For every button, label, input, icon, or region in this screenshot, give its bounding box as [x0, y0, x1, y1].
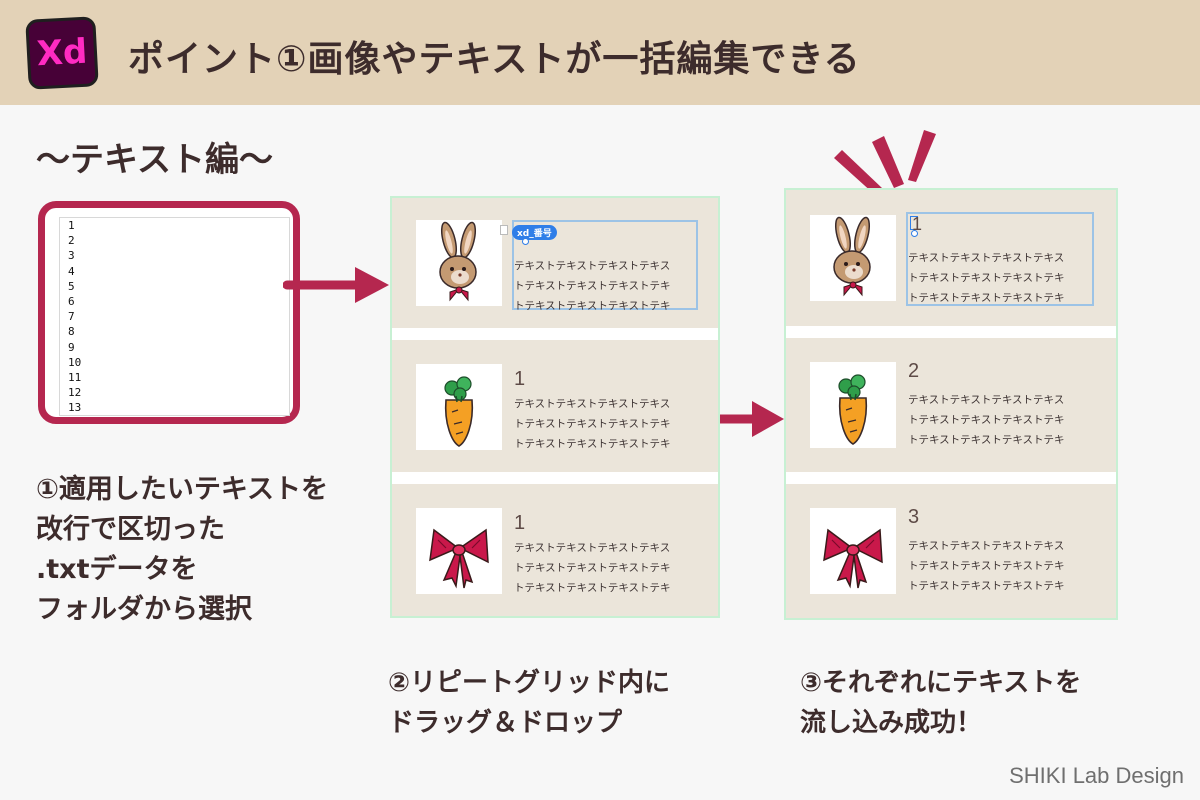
cell-text-line: トテキストテキストテキストテキ [908, 434, 1065, 446]
cell-text-line: トテキストテキストテキストテキ [514, 582, 671, 594]
text-file-line: 7 [68, 310, 75, 324]
grid-gap [786, 472, 1116, 484]
cell-text: テキストテキストテキストテキス トテキストテキストテキストテキ トテキストテキス… [908, 390, 1088, 450]
cell-number: 1 [514, 368, 526, 390]
cell-text-line: トテキストテキストテキストテキ [514, 418, 671, 430]
cell-text-line: トテキストテキストテキストテキ [908, 272, 1065, 284]
text-selection-box[interactable] [906, 212, 1094, 306]
selection-handle[interactable] [522, 238, 529, 245]
cell-text-line: テキストテキストテキストテキス [514, 260, 671, 272]
text-file-content: 1 2 3 4 5 6 7 8 9 10 11 12 13 [59, 217, 290, 416]
emphasis-burst-icon [830, 128, 940, 202]
cell-number: 3 [908, 506, 920, 528]
cell-text-line: テキストテキストテキストテキス [908, 252, 1065, 264]
cell-number: 2 [908, 360, 920, 382]
carrot-icon [416, 364, 502, 450]
cell-text: テキストテキストテキストテキス トテキストテキストテキストテキ トテキストテキス… [514, 394, 694, 454]
credit-text: SHIKI Lab Design [1009, 763, 1184, 788]
repeat-grid-before[interactable]: xd_番号 テキストテキストテキストテキス トテキストテキストテキストテキ トテ… [390, 196, 720, 618]
step1-line: ①適用したいテキストを [36, 474, 329, 505]
file-icon [500, 225, 508, 235]
grid-cell[interactable]: 3 テキストテキストテキストテキス トテキストテキストテキストテキ トテキストテ… [786, 484, 1116, 618]
cell-text-line: トテキストテキストテキストテキ [514, 562, 671, 574]
cell-text-line: トテキストテキストテキストテキ [514, 280, 671, 292]
cell-text-line: トテキストテキストテキストテキ [908, 414, 1065, 426]
repeat-grid-after[interactable]: 1 テキストテキストテキストテキス トテキストテキストテキストテキ トテキストテ… [784, 188, 1118, 620]
selection-handle[interactable] [911, 230, 918, 237]
xd-drop-badge: xd_番号 [512, 225, 557, 240]
cell-text-line: トテキストテキストテキストテキ [514, 300, 671, 312]
adobe-xd-logo-icon: Xd [25, 16, 99, 90]
ribbon-icon [810, 508, 896, 594]
cell-text: テキストテキストテキストテキス トテキストテキストテキストテキ トテキストテキス… [514, 538, 694, 598]
text-file-line: 13 [68, 401, 82, 415]
rabbit-icon [810, 215, 896, 301]
text-file-line: 2 [68, 234, 75, 248]
step2-line: ドラッグ＆ドロップ [388, 708, 623, 738]
cell-text-line: テキストテキストテキストテキス [908, 394, 1065, 406]
grid-cell[interactable]: xd_番号 テキストテキストテキストテキス トテキストテキストテキストテキ トテ… [392, 198, 718, 328]
arrow-right-icon [716, 397, 786, 441]
text-cursor-box [910, 216, 918, 230]
header-banner: Xd ポイント①画像やテキストが一括編集できる [0, 0, 1200, 105]
text-file-line: 5 [68, 279, 75, 293]
grid-cell[interactable]: 1 テキストテキストテキストテキス トテキストテキストテキストテキ トテキストテ… [392, 340, 718, 472]
cell-text: テキストテキストテキストテキス トテキストテキストテキストテキ トテキストテキス… [908, 536, 1088, 596]
cell-text: テキストテキストテキストテキス トテキストテキストテキストテキ トテキストテキス… [514, 256, 694, 316]
step2-line: ②リピートグリッド内に [388, 668, 671, 698]
cell-text: テキストテキストテキストテキス トテキストテキストテキストテキ トテキストテキス… [908, 248, 1088, 308]
text-file-line: 1 [68, 219, 75, 232]
cell-text-line: テキストテキストテキストテキス [514, 542, 671, 554]
carrot-icon [810, 362, 896, 448]
logo-text: Xd [35, 31, 89, 75]
text-file-line: 12 [68, 386, 82, 400]
text-file-line: 10 [68, 355, 82, 369]
step1-line: .txtデータを [36, 554, 198, 585]
ribbon-icon [416, 508, 502, 594]
step1-line: フォルダから選択 [36, 594, 252, 625]
text-file-line: 4 [68, 264, 75, 278]
cell-text-line: テキストテキストテキストテキス [908, 540, 1065, 552]
step3-line: 流し込み成功！ [800, 708, 983, 738]
step1-line: 改行で区切った [36, 514, 225, 545]
rabbit-icon [416, 220, 502, 306]
grid-gap [392, 472, 718, 484]
grid-cell[interactable]: 2 テキストテキストテキストテキス トテキストテキストテキストテキ トテキストテ… [786, 338, 1116, 472]
text-selection-box[interactable] [512, 220, 698, 310]
grid-gap [392, 328, 718, 340]
step1-caption: ①適用したいテキストを 改行で区切った .txtデータを フォルダから選択 [36, 470, 328, 630]
grid-cell[interactable]: 1 テキストテキストテキストテキス トテキストテキストテキストテキ トテキストテ… [392, 484, 718, 616]
cell-text-line: トテキストテキストテキストテキ [514, 438, 671, 450]
text-file-line: 8 [68, 325, 75, 339]
text-file-line: 3 [68, 249, 75, 263]
cell-number: 1 [912, 214, 923, 234]
cell-text-line: テキストテキストテキストテキス [514, 398, 671, 410]
arrow-right-icon [283, 263, 393, 307]
step3-caption: ③それぞれにテキストを 流し込み成功！ [800, 663, 1081, 743]
page-title: ポイント①画像やテキストが一括編集できる [128, 39, 861, 80]
section-title: 〜テキスト編〜 [36, 140, 273, 180]
grid-cell[interactable]: 1 テキストテキストテキストテキス トテキストテキストテキストテキ トテキストテ… [786, 190, 1116, 326]
step3-line: ③それぞれにテキストを [800, 668, 1082, 698]
grid-gap [786, 326, 1116, 338]
step2-caption: ②リピートグリッド内に ドラッグ＆ドロップ [388, 663, 670, 743]
text-file-line: 9 [68, 340, 75, 354]
text-file-line: 11 [68, 371, 82, 385]
text-file-frame: 1 2 3 4 5 6 7 8 9 10 11 12 13 [38, 201, 300, 424]
cell-text-line: トテキストテキストテキストテキ [908, 560, 1065, 572]
cell-text-line: トテキストテキストテキストテキ [908, 580, 1065, 592]
cell-text-line: トテキストテキストテキストテキ [908, 292, 1065, 304]
cell-number: 1 [514, 512, 526, 534]
text-file-line: 6 [68, 295, 75, 309]
